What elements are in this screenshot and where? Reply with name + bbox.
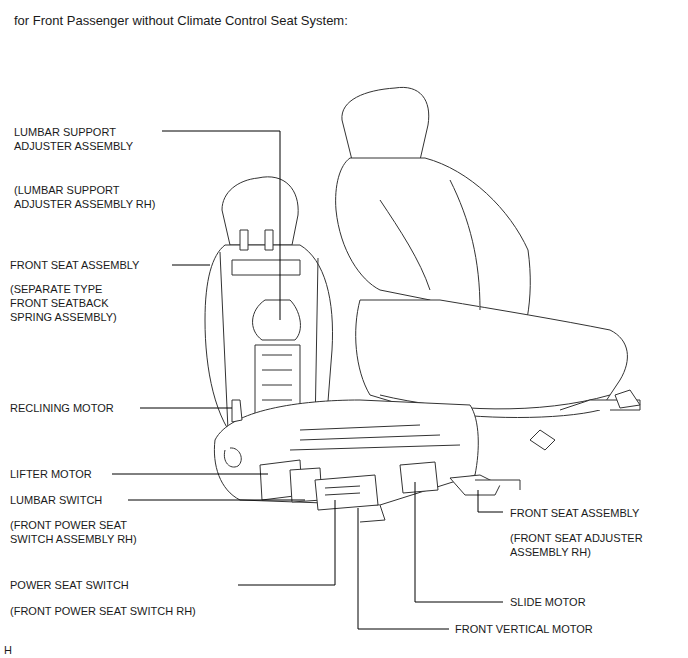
seat-frame — [205, 177, 520, 522]
part-label: POWER SEAT SWITCH — [10, 578, 129, 592]
part-label: LIFTER MOTOR — [10, 467, 92, 481]
part-label: (SEPARATE TYPE FRONT SEATBACK SPRING ASS… — [10, 282, 135, 324]
part-label: FRONT SEAT ASSEMBLY — [510, 506, 639, 520]
part-label: (LUMBAR SUPPORT ADJUSTER ASSEMBLY RH) — [14, 183, 179, 211]
part-label: (FRONT SEAT ADJUSTER ASSEMBLY RH) — [510, 531, 675, 559]
assembled-seat — [336, 87, 640, 450]
leader-lines — [112, 131, 503, 629]
part-label: RECLINING MOTOR — [10, 401, 114, 415]
diagram-title: for Front Passenger without Climate Cont… — [14, 13, 348, 29]
part-label: SLIDE MOTOR — [510, 595, 586, 609]
part-label: LUMBAR SWITCH — [10, 493, 102, 507]
part-label: FRONT VERTICAL MOTOR — [455, 622, 593, 636]
part-label: FRONT SEAT ASSEMBLY — [10, 258, 139, 272]
part-label: LUMBAR SUPPORT ADJUSTER ASSEMBLY — [14, 125, 154, 153]
part-label: (FRONT POWER SEAT SWITCH RH) — [10, 604, 196, 618]
part-label: H — [4, 643, 12, 657]
part-label: (FRONT POWER SEAT SWITCH ASSEMBLY RH) — [10, 518, 160, 546]
